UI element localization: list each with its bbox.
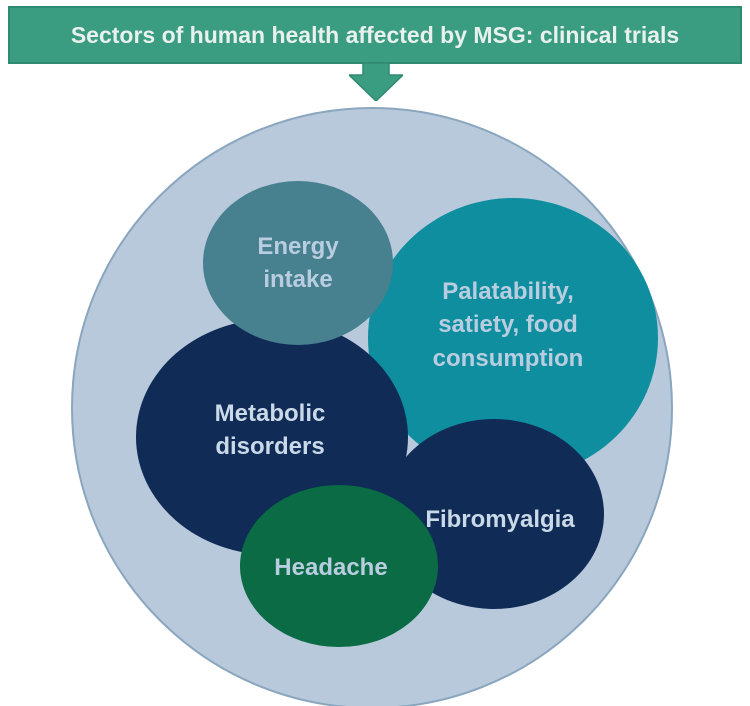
energy-label: Energy intake <box>257 232 339 293</box>
down-arrow-icon <box>349 63 403 101</box>
metabolic-label: Metabolic disorders <box>214 399 326 460</box>
fibromyalgia-label: Fibromyalgia <box>425 506 575 534</box>
palatability-ellipse <box>368 198 658 478</box>
fibromyalgia-ellipse <box>384 419 604 609</box>
title-banner: Sectors of human health affected by MSG:… <box>8 6 742 64</box>
diagram-title: Sectors of human health affected by MSG:… <box>70 21 680 48</box>
headache-ellipse <box>240 485 438 647</box>
headache-label: Headache <box>274 554 388 582</box>
palatability-label: Palatability, satiety, food consumption <box>432 278 584 372</box>
energy-ellipse <box>203 181 393 345</box>
